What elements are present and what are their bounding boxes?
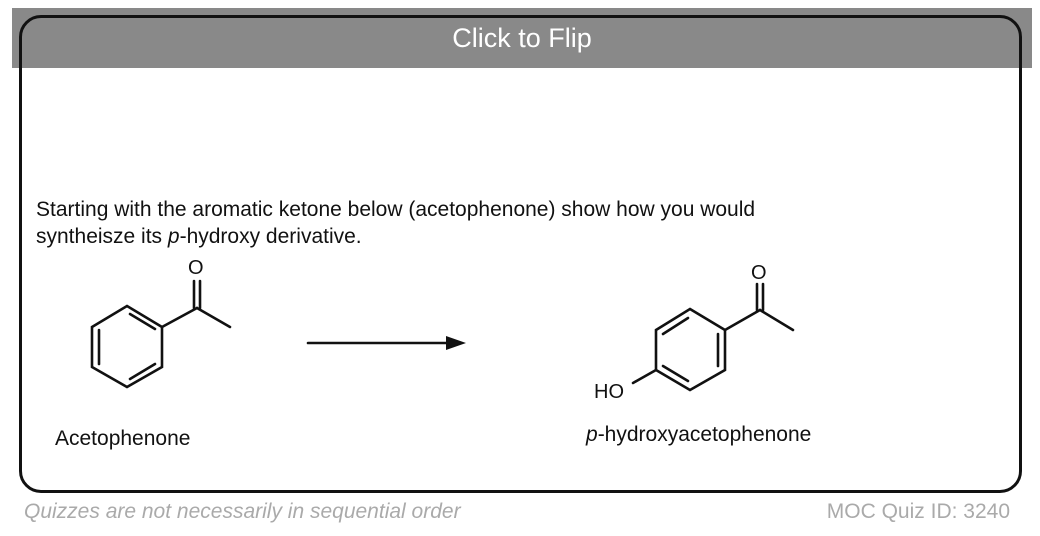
flashcard[interactable] [19,15,1022,493]
oxygen-label-right: O [751,262,767,284]
q-italic: p [167,225,180,248]
product-label-italic: p [586,423,598,446]
question-line-2: syntheisze its p-hydroxy derivative. [36,223,996,250]
q-prefix: syntheisze its [36,225,168,248]
flip-label: Click to Flip [452,22,592,53]
question-line-1: Starting with the aromatic ketone below … [36,198,756,221]
p-hydroxyacetophenone-structure [631,282,795,392]
product-label-rest: -hydroxyacetophenone [597,423,812,446]
acetophenone-structure [90,279,232,389]
q-suffix: -hydroxy derivative. [179,225,362,248]
header-banner [12,8,1032,68]
click-to-flip-button[interactable]: Click to Flip [12,8,1032,68]
question-text: Starting with the aromatic ketone below … [36,196,996,250]
footer-note: Quizzes are not necessarily in sequentia… [24,500,461,523]
oxygen-label-left: O [188,257,204,279]
product-label: p-hydroxyacetophenone [586,423,811,447]
reaction-arrow [306,336,466,350]
quiz-id: MOC Quiz ID: 3240 [826,500,1010,523]
hydroxyl-label: HO [594,381,624,403]
reactant-label: Acetophenone [55,427,191,450]
